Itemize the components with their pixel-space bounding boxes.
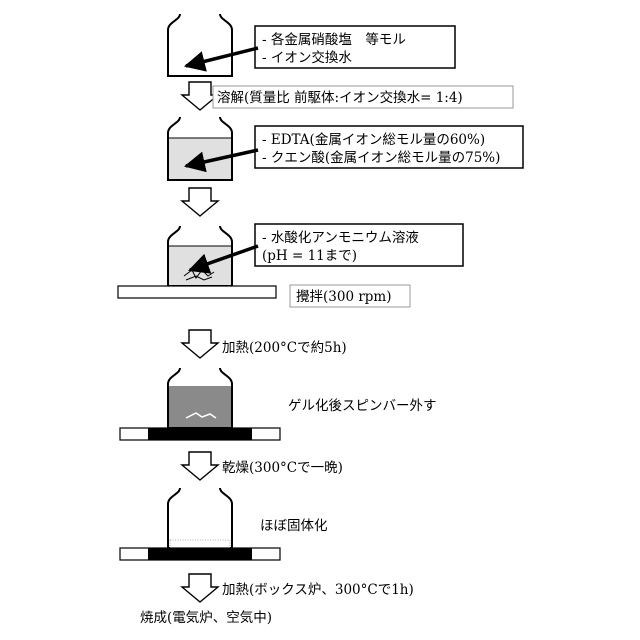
box-1-line-2: - イオン交換水: [262, 49, 352, 66]
stir-plate: [118, 286, 276, 298]
stir-text: 攪拌(300 rpm): [296, 289, 392, 305]
gel-text: ゲル化後スピンバー外す: [288, 398, 437, 414]
box-1-line-1: - 各金属硝酸塩 等モル: [262, 31, 406, 48]
dissolve-text: 溶解(質量比 前駆体:イオン交換水= 1:4): [217, 89, 463, 106]
heat-2-text: 加熱(ボックス炉、300°Cで1h): [222, 582, 414, 598]
calcine-text: 焼成(電気炉、空気中): [140, 610, 272, 626]
heat-1-text: 加熱(200°Cで約5h): [222, 340, 347, 356]
label-box-1: - 各金属硝酸塩 等モル - イオン交換水: [255, 26, 455, 68]
label-box-2: - EDTA(金属イオン総モル量の60%) - クエン酸(金属イオン総モル量の7…: [255, 126, 523, 168]
dissolve-label: 溶解(質量比 前駆体:イオン交換水= 1:4): [213, 86, 513, 108]
flow-arrow-3: [182, 330, 218, 358]
beaker-5: [168, 488, 232, 548]
beaker-4: [168, 368, 232, 428]
stir-label: 攪拌(300 rpm): [290, 285, 410, 307]
box-2-line-2: - クエン酸(金属イオン総モル量の75%): [262, 150, 500, 166]
box-2-line-1: - EDTA(金属イオン総モル量の60%): [262, 132, 485, 148]
solidify-text: ほぼ固体化: [260, 518, 328, 534]
beaker-2: [168, 117, 232, 180]
beaker-3: [168, 226, 232, 286]
label-box-3: - 水酸化アンモニウム溶液 (pH = 11まで): [255, 224, 463, 266]
flow-arrow-5: [182, 574, 218, 602]
box-3-line-1: - 水酸化アンモニウム溶液: [262, 230, 419, 246]
solid-powder: [170, 540, 230, 548]
flow-arrow-4: [182, 452, 218, 480]
hot-plate-1: [120, 428, 280, 440]
dry-text: 乾燥(300°Cで一晩): [222, 460, 343, 476]
hot-plate-2: [120, 548, 280, 560]
box-3-line-2: (pH = 11まで): [262, 248, 357, 264]
pointer-arrow-1: [186, 48, 258, 66]
flow-arrow-2: [182, 188, 218, 216]
beaker-1: [168, 14, 232, 76]
